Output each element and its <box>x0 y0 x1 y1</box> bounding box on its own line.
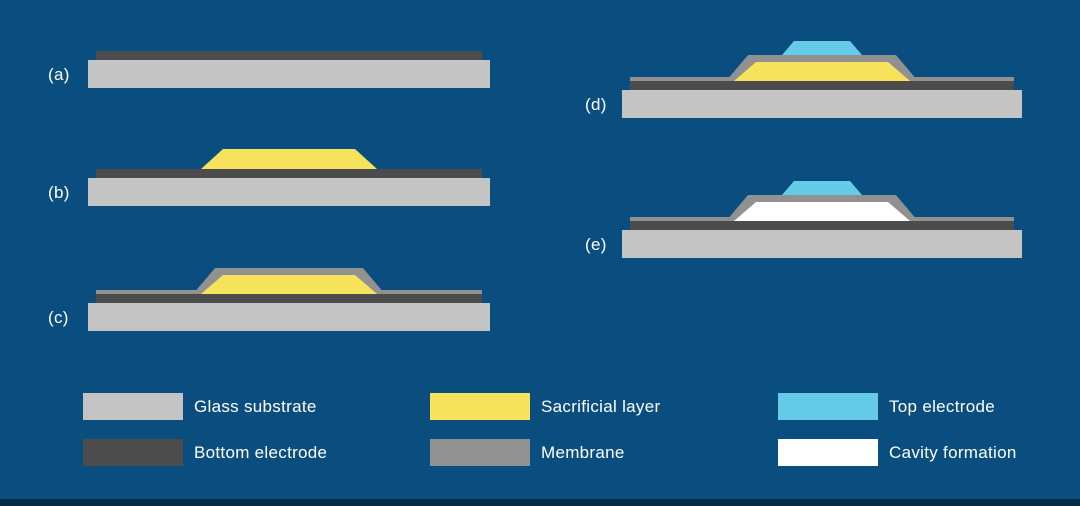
bottom-electrode-layer <box>96 169 482 178</box>
step-diagram-d <box>622 38 1022 118</box>
sacrificial-layer-swatch <box>430 393 530 420</box>
bottom-electrode-layer <box>96 294 482 303</box>
step-diagram-c <box>88 251 490 331</box>
top-electrode-swatch <box>778 393 878 420</box>
top-electrode-layer <box>782 41 862 55</box>
glass-substrate-layer <box>88 60 490 88</box>
legend-label: Sacrificial layer <box>541 396 661 416</box>
bottom-electrode-swatch <box>83 439 183 466</box>
legend-item-bottom-electrode: Bottom electrode <box>83 439 327 466</box>
legend-item-top-electrode: Top electrode <box>778 393 995 420</box>
glass-substrate-layer <box>88 178 490 206</box>
step-label-a: (a) <box>48 65 70 84</box>
step-label-e: (e) <box>585 235 607 254</box>
step-diagram-a <box>88 8 490 88</box>
legend-label: Bottom electrode <box>194 442 328 462</box>
membrane-swatch <box>430 439 530 466</box>
legend-item-membrane: Membrane <box>430 439 625 466</box>
glass-substrate-swatch <box>83 393 183 420</box>
top-electrode-layer <box>782 181 862 195</box>
bottom-electrode-layer <box>630 81 1014 90</box>
sacrificial-layer <box>201 275 377 294</box>
step-label-c: (c) <box>48 308 69 327</box>
step-label-b: (b) <box>48 183 70 202</box>
bottom-electrode-layer <box>96 51 482 60</box>
glass-substrate-layer <box>622 230 1022 258</box>
bottom-electrode-layer <box>630 221 1014 230</box>
glass-substrate-layer <box>622 90 1022 118</box>
legend-item-glass-substrate: Glass substrate <box>83 393 317 420</box>
sacrificial-layer <box>201 149 377 169</box>
cavity-formation-swatch <box>778 439 878 466</box>
legend-label: Membrane <box>541 442 625 462</box>
legend-item-cavity-formation: Cavity formation <box>778 439 1017 466</box>
cavity-layer <box>734 202 910 221</box>
legend-item-sacrificial-layer: Sacrificial layer <box>430 393 660 420</box>
legend-label: Top electrode <box>889 396 995 416</box>
step-diagram-e <box>622 178 1022 258</box>
glass-substrate-layer <box>88 303 490 331</box>
step-label-d: (d) <box>585 95 607 114</box>
legend-label: Cavity formation <box>889 442 1017 462</box>
bottom-border-bar <box>0 499 1080 506</box>
sacrificial-layer <box>734 62 910 81</box>
legend-label: Glass substrate <box>194 396 317 416</box>
step-diagram-b <box>88 126 490 206</box>
